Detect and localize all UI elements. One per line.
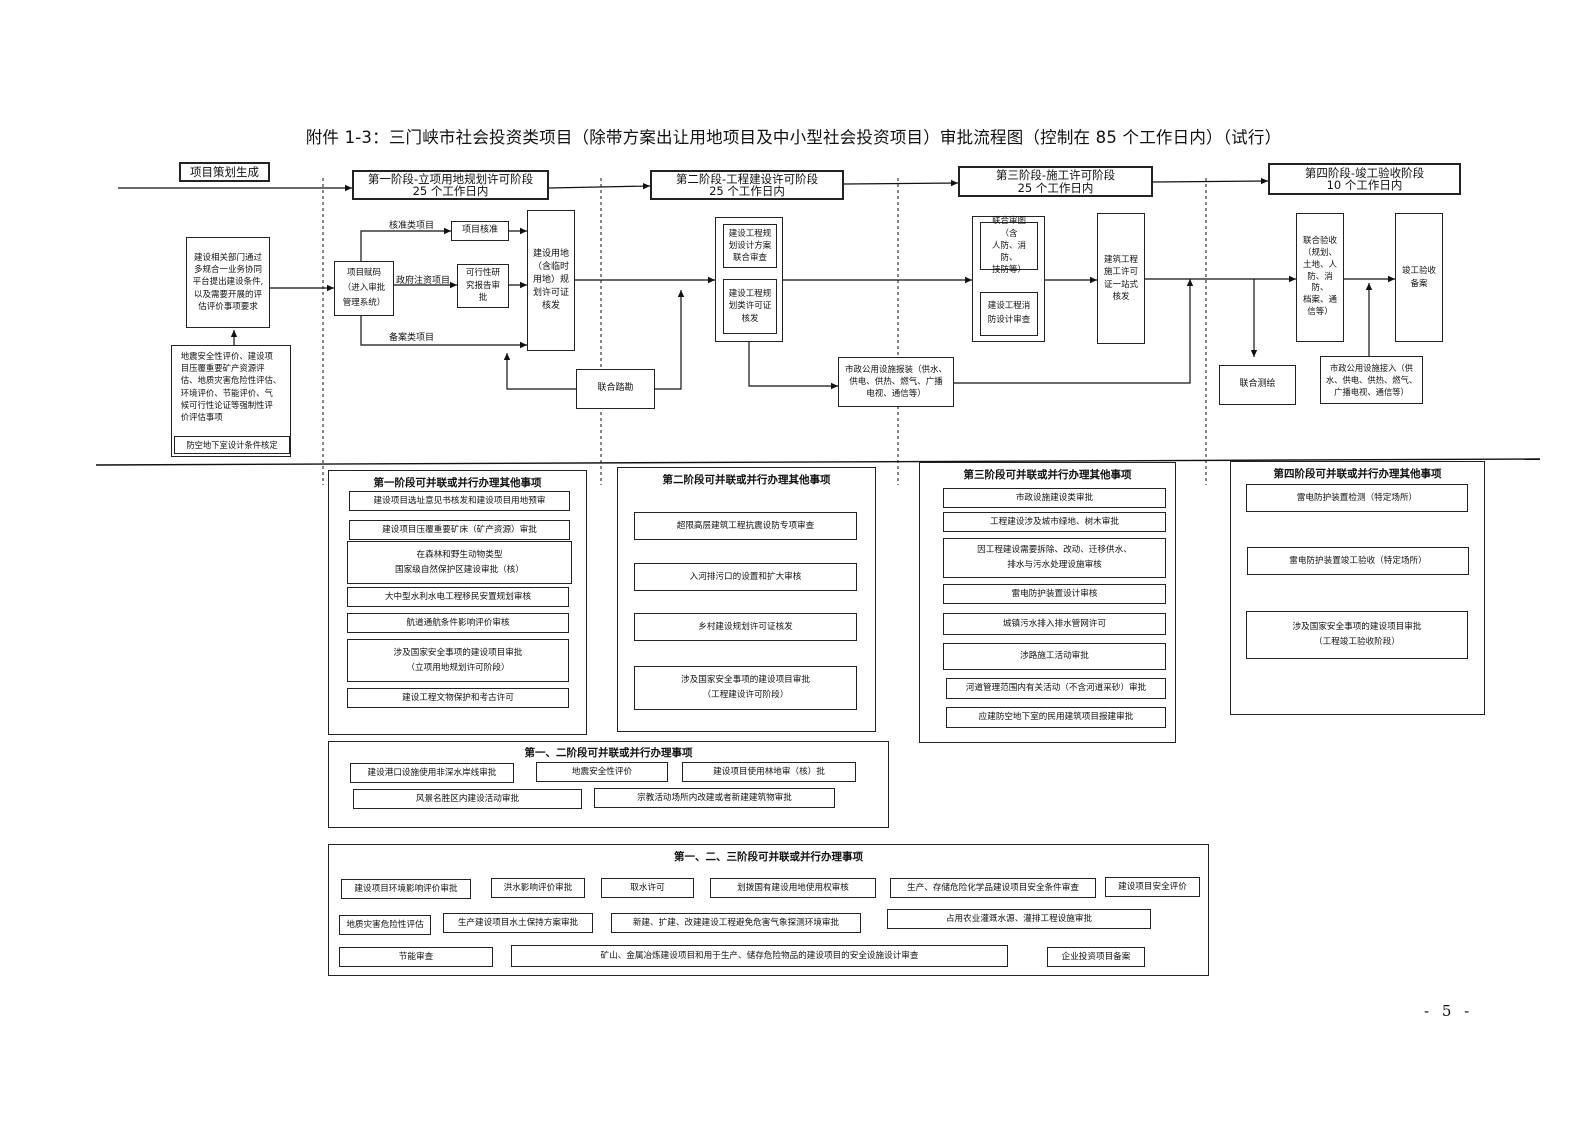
parallel-stage1-item: 在森林和野生动物类型 国家级自然保护区建设审批（核）: [347, 541, 572, 584]
label-record-projects: 备案类项目: [389, 333, 435, 343]
plan-permit-box: 建设工程规 划类许可证 核发: [723, 279, 777, 334]
joint-survey-box: 联合踏勘: [576, 369, 655, 409]
parallel-stage123-item: 生产建设项目水土保持方案审批: [443, 913, 593, 933]
parallel-stage12-item: 地震安全性评价: [536, 762, 668, 782]
feasibility-box: 可行性研 究报告审 批: [457, 264, 509, 308]
parallel-stage1-item: 涉及国家安全事项的建设项目审批 （立项用地规划许可阶段）: [347, 639, 569, 682]
parallel-stage1-item: 建设项目选址意见书核发和建设项目用地预审: [349, 491, 570, 511]
parallel-stage123-item: 划拨国有建设用地使用权审核: [710, 878, 876, 898]
parallel-stage123-item: 取水许可: [601, 878, 694, 898]
parallel-stage3-item: 因工程建设需要拆除、改动、迁移供水、 排水与污水处理设施审核: [943, 538, 1166, 578]
parallel-stage3-item: 市政设施建设类审批: [943, 488, 1166, 508]
utility-connect-box: 市政公用设施接入（供 水、供电、供热、燃气、 广播电视、通信等）: [1320, 356, 1423, 404]
parallel-stage123-item: 占用农业灌溉水源、灌排工程设施审批: [887, 909, 1151, 929]
parallel-stage4-item: 雷电防护装置竣工验收（特定场所）: [1247, 547, 1469, 575]
plan-design-review-box: 建设工程规 划设计方案 联合审查: [723, 224, 777, 268]
parallel-stage4-title: 第四阶段可并联或并行办理其他事项: [1273, 468, 1442, 480]
label-gov-funded: 政府注资项目: [396, 276, 451, 286]
parallel-stage1-item: 建设工程文物保护和考古许可: [347, 688, 569, 708]
stage2-header: 第二阶段-工程建设许可阶段 25 个工作日内: [650, 170, 844, 200]
parallel-stage3-item: 应建防空地下室的民用建筑项目报建审批: [946, 707, 1166, 728]
parallel-stage1-panel: 第一阶段可并联或并行办理其他事项 建设项目选址意见书核发和建设项目用地预审 建设…: [328, 470, 587, 735]
utility-install-box: 市政公用设施报装（供水、 供电、供热、燃气、广播 电视、通信等）: [838, 357, 954, 407]
parallel-stage3-item: 河道管理范围内有关活动（不含河道采砂）审批: [946, 678, 1166, 699]
stage4-header: 第四阶段-竣工验收阶段 10 个工作日内: [1268, 163, 1461, 195]
parallel-stage123-item: 建设项目安全评价: [1105, 877, 1200, 897]
parallel-stage12-item: 建设项目使用林地审（核）批: [682, 762, 856, 782]
project-approval-box: 项目核准: [451, 221, 509, 241]
parallel-stage123-item: 地质灾害危险性评估: [339, 915, 431, 935]
civil-defense-conditions: 防空地下室设计条件核定: [174, 436, 290, 454]
parallel-stage4-item: 涉及国家安全事项的建设项目审批 （工程竣工验收阶段）: [1246, 611, 1468, 659]
parallel-stage1-item: 建设项目压覆重要矿床（矿产资源）审批: [349, 520, 570, 540]
parallel-stage4-item: 雷电防护装置检测（特定场所）: [1246, 484, 1468, 512]
completion-record-box: 竣工验收 备案: [1395, 213, 1443, 342]
parallel-stage123-item: 建设项目环境影响评价审批: [341, 879, 471, 899]
parallel-stage123-item: 企业投资项目备案: [1047, 947, 1145, 967]
parallel-stage2-panel: 第二阶段可并联或并行办理其他事项 超限高层建筑工程抗震设防专项审查 入河排污口的…: [617, 467, 876, 732]
project-code-box: 项目赋码 （进入审批 管理系统）: [334, 261, 394, 316]
parallel-stage12-item: 风景名胜区内建设活动审批: [353, 789, 582, 809]
parallel-stage12-panel: 第一、二阶段可并联或并行办理事项 建设港口设施使用非深水岸线审批 地震安全性评价…: [328, 741, 889, 828]
parallel-stage2-item: 涉及国家安全事项的建设项目审批 （工程建设许可阶段）: [634, 666, 857, 710]
parallel-stage4-panel: 第四阶段可并联或并行办理其他事项 雷电防护装置检测（特定场所） 雷电防护装置竣工…: [1230, 461, 1485, 715]
parallel-stage1-item: 航道通航条件影响评价审核: [347, 613, 569, 633]
parallel-stage3-panel: 第三阶段可并联或并行办理其他事项 市政设施建设类审批 工程建设涉及城市绿地、树木…: [919, 462, 1176, 743]
stage1-header: 第一阶段-立项用地规划许可阶段 25 个工作日内: [352, 170, 549, 200]
parallel-stage123-item: 矿山、金属冶炼建设项目和用于生产、储存危险物品的建设项目的安全设施设计审查: [511, 945, 1008, 967]
parallel-stage123-title: 第一、二、三阶段可并联或并行办理事项: [674, 851, 863, 863]
parallel-stage12-item: 宗教活动场所内改建或者新建建筑物审批: [594, 788, 835, 808]
parallel-stage1-item: 大中型水利水电工程移民安置规划审核: [347, 587, 569, 607]
parallel-stage123-item: 新建、扩建、改建建设工程避免危害气象探测环境审批: [611, 913, 861, 933]
section-divider: [95, 458, 1541, 466]
parallel-stage123-item: 节能审查: [339, 947, 493, 967]
stage3-header: 第三阶段-施工许可阶段 25 个工作日内: [958, 166, 1153, 197]
parallel-stage123-item: 洪水影响评价审批: [491, 878, 585, 898]
parallel-stage1-title: 第一阶段可并联或并行办理其他事项: [373, 477, 542, 489]
construction-permit-box: 建筑工程 施工许可 证一站式 核发: [1097, 213, 1145, 344]
stage-start-header: 项目策划生成: [179, 162, 270, 182]
parallel-stage2-item: 入河排污口的设置和扩大审核: [634, 563, 857, 591]
parallel-stage2-item: 超限高层建筑工程抗震设防专项审查: [634, 512, 857, 540]
parallel-stage3-item: 涉路施工活动审批: [943, 643, 1166, 670]
parallel-stage2-title: 第二阶段可并联或并行办理其他事项: [662, 474, 831, 486]
joint-acceptance-box: 联合验收 （规划、 土地、人 防、消防、 档案、通 信等）: [1296, 213, 1344, 342]
land-permit-box: 建设用地 （含临时 用地）规 划许可证 核发: [527, 210, 575, 351]
parallel-stage2-item: 乡村建设规划许可证核发: [634, 613, 857, 641]
page-number: - 5 -: [1424, 1002, 1474, 1020]
parallel-stage123-item: 生产、存储危险化学品建设项目安全条件审查: [890, 878, 1096, 898]
parallel-stage3-item: 工程建设涉及城市绿地、树木审批: [943, 512, 1166, 532]
parallel-stage3-item: 雷电防护装置设计审核: [943, 584, 1166, 604]
page-title: 附件 1-3：三门峡市社会投资类项目（除带方案出让用地项目及中小型社会投资项目）…: [305, 128, 1282, 147]
parallel-stage123-panel: 第一、二、三阶段可并联或并行办理事项 建设项目环境影响评价审批 洪水影响评价审批…: [328, 844, 1209, 976]
parallel-stage12-item: 建设港口设施使用非深水岸线审批: [350, 763, 514, 783]
prep-conditions-box: 建设相关部门通过 多规合一业务协同 平台提出建设条件, 以及需要开展的评 估评价…: [186, 237, 270, 328]
joint-mapping-box: 联合测绘: [1219, 365, 1296, 405]
parallel-stage3-title: 第三阶段可并联或并行办理其他事项: [963, 469, 1132, 481]
evaluations-text: 地震安全性评价、建设项 目压覆重要矿产资源评 估、地质灾害危险性评估、 环境评价…: [180, 351, 282, 422]
parallel-stage12-title: 第一、二阶段可并联或并行办理事项: [524, 747, 693, 759]
fire-design-review-box: 建设工程消 防设计审查: [980, 292, 1038, 336]
joint-drawing-review-box: 联合审图（含 人防、消防、 技防等）: [980, 216, 1038, 275]
label-approval-projects: 核准类项目: [389, 221, 435, 231]
parallel-stage3-item: 城镇污水排入排水管网许可: [943, 613, 1166, 635]
